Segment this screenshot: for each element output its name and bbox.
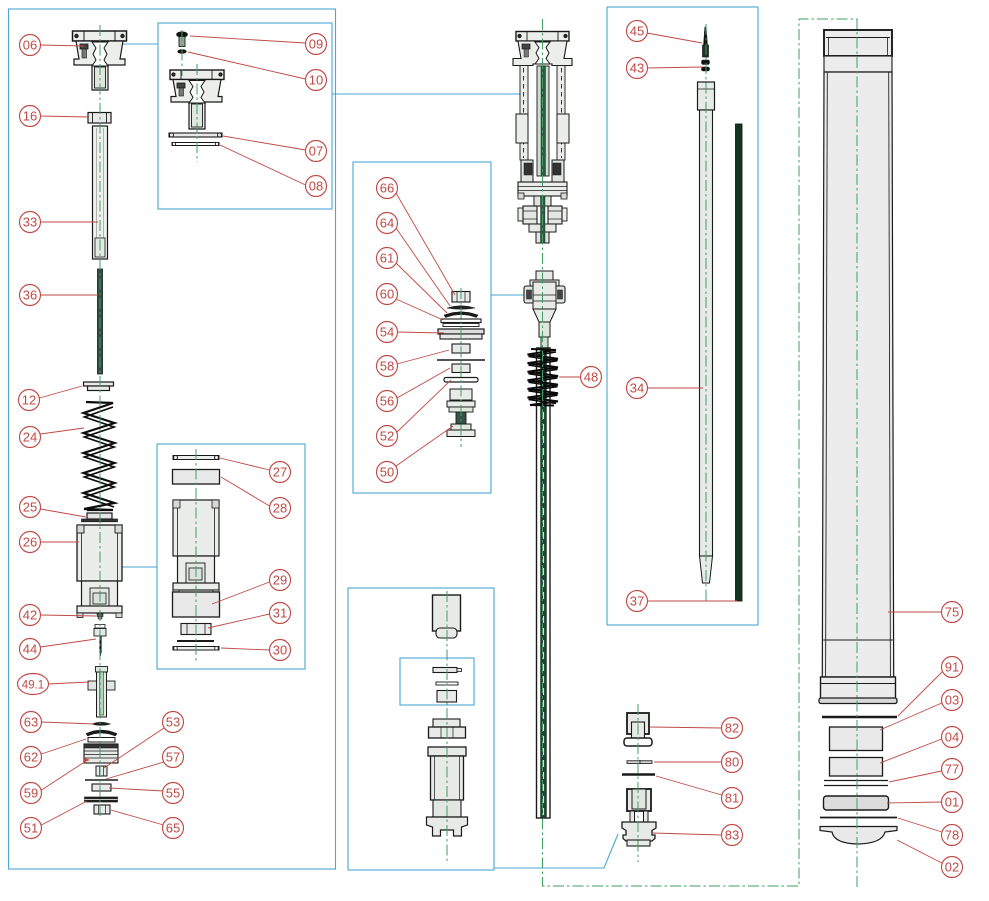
svg-text:01: 01 <box>945 795 959 810</box>
svg-text:10: 10 <box>309 73 323 88</box>
svg-text:44: 44 <box>23 642 37 657</box>
svg-text:50: 50 <box>380 465 394 480</box>
svg-text:66: 66 <box>380 181 394 196</box>
svg-text:02: 02 <box>945 860 959 875</box>
svg-text:77: 77 <box>945 762 959 777</box>
svg-text:29: 29 <box>273 573 287 588</box>
svg-text:62: 62 <box>24 750 38 765</box>
svg-text:60: 60 <box>380 287 394 302</box>
svg-text:24: 24 <box>23 430 37 445</box>
svg-text:45: 45 <box>630 24 644 39</box>
svg-text:25: 25 <box>23 500 37 515</box>
svg-text:64: 64 <box>380 216 394 231</box>
svg-text:61: 61 <box>380 251 394 266</box>
svg-text:53: 53 <box>166 715 180 730</box>
svg-text:06: 06 <box>23 38 37 53</box>
svg-text:28: 28 <box>273 501 287 516</box>
svg-text:08: 08 <box>309 179 323 194</box>
svg-text:49.1: 49.1 <box>22 680 44 692</box>
svg-text:78: 78 <box>945 828 959 843</box>
svg-text:07: 07 <box>309 144 323 159</box>
svg-text:37: 37 <box>630 594 644 609</box>
svg-text:63: 63 <box>24 715 38 730</box>
svg-text:52: 52 <box>380 429 394 444</box>
svg-text:31: 31 <box>273 606 287 621</box>
svg-text:26: 26 <box>23 535 37 550</box>
svg-text:91: 91 <box>945 660 959 675</box>
svg-text:82: 82 <box>725 721 739 736</box>
svg-text:30: 30 <box>273 643 287 658</box>
svg-text:59: 59 <box>24 786 38 801</box>
svg-text:83: 83 <box>725 828 739 843</box>
svg-text:51: 51 <box>24 821 38 836</box>
svg-text:42: 42 <box>23 608 37 623</box>
svg-text:43: 43 <box>630 61 644 76</box>
svg-text:09: 09 <box>309 37 323 52</box>
svg-text:03: 03 <box>945 693 959 708</box>
svg-text:55: 55 <box>166 786 180 801</box>
svg-text:48: 48 <box>584 370 598 385</box>
svg-text:34: 34 <box>630 381 644 396</box>
svg-text:04: 04 <box>945 730 959 745</box>
svg-text:12: 12 <box>22 393 36 408</box>
svg-text:33: 33 <box>23 215 37 230</box>
svg-text:80: 80 <box>725 755 739 770</box>
svg-text:65: 65 <box>166 821 180 836</box>
svg-text:81: 81 <box>725 791 739 806</box>
svg-text:36: 36 <box>23 288 37 303</box>
svg-text:27: 27 <box>273 465 287 480</box>
svg-text:56: 56 <box>380 394 394 409</box>
svg-text:57: 57 <box>166 750 180 765</box>
svg-text:54: 54 <box>380 325 394 340</box>
svg-text:75: 75 <box>945 605 959 620</box>
svg-text:58: 58 <box>380 359 394 374</box>
svg-text:16: 16 <box>23 109 37 124</box>
